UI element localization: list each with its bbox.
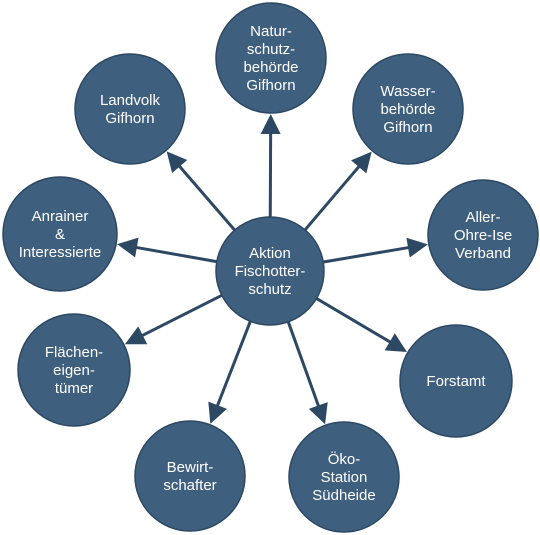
arrow-to-aller-ohre-ise-verband: [321, 245, 411, 264]
node-circle-oeko-station: [288, 421, 400, 533]
node-bewirtschafter-label-line: Bewirt-: [167, 459, 214, 476]
node-naturschutzbehoerde-label-line: Gifhorn: [246, 77, 295, 94]
node-forstamt-label-line: Forstamt: [426, 373, 486, 390]
node-oeko-station-label-line: Station: [321, 469, 368, 486]
node-forstamt: Forstamt: [399, 324, 513, 438]
arrow-to-oeko-station: [286, 319, 321, 408]
node-wasserbehoerde-label-line: behörde: [380, 101, 435, 118]
arrows: [117, 113, 428, 425]
node-circle-wasserbehoerde: [352, 53, 464, 165]
node-circle-anrainer: [2, 176, 118, 292]
center-node-circle: [215, 216, 325, 326]
node-oeko-station-label-line: Öko-: [328, 450, 361, 468]
node-anrainer: Anrainer&Interessierte: [2, 176, 118, 292]
node-flaecheneigentuemer: Flächen-eigen-tümer: [17, 313, 131, 427]
node-flaecheneigentuemer-label-line: Flächen-: [45, 344, 103, 361]
arrow-to-wasserbehoerde: [302, 164, 362, 233]
node-aller-ohre-ise-verband-label-line: Verband: [455, 245, 511, 262]
node-naturschutzbehoerde-label-line: behörde: [243, 59, 298, 76]
node-bewirtschafter-label-line: schafter: [163, 477, 216, 494]
arrow-to-flaecheneigentuemer: [140, 293, 225, 338]
arrowhead-to-landvolk: [166, 151, 188, 174]
arrowhead-to-oeko-station: [308, 402, 328, 425]
node-circle-landvolk: [74, 53, 186, 165]
node-aller-ohre-ise-verband-label-line: Ohre-Ise: [454, 227, 512, 244]
arrow-to-bewirtschafter: [215, 318, 253, 408]
center-node-label-line: schutz: [248, 281, 291, 298]
node-anrainer-label-line: Anrainer: [32, 208, 89, 225]
node-anrainer-label-line: Interessierte: [19, 244, 102, 261]
arrow-to-landvolk: [177, 164, 238, 233]
arrowhead-to-naturschutzbehoerde: [260, 113, 281, 135]
arrowhead-to-aller-ohre-ise-verband: [406, 237, 428, 258]
center-node-label-line: Fischotter-: [235, 263, 306, 280]
node-circle-forstamt: [399, 324, 513, 438]
arrowhead-to-flaecheneigentuemer: [124, 326, 148, 345]
node-circle-flaecheneigentuemer: [17, 313, 131, 427]
arrowhead-to-anrainer: [117, 237, 139, 258]
node-anrainer-label-line: &: [55, 226, 65, 243]
arrowhead-to-bewirtschafter: [208, 401, 227, 424]
node-flaecheneigentuemer-label-line: tümer: [55, 380, 93, 397]
node-aller-ohre-ise-verband-label-line: Aller-: [465, 209, 500, 226]
node-landvolk-label-line: Gifhorn: [105, 110, 154, 127]
node-wasserbehoerde-label-line: Wasser-: [380, 83, 435, 100]
arrowhead-to-wasserbehoerde: [351, 151, 372, 174]
node-landvolk-label-line: Landvolk: [100, 92, 161, 109]
node-circle-bewirtschafter: [134, 420, 246, 532]
node-circle-aller-ohre-ise-verband: [427, 179, 539, 291]
node-flaecheneigentuemer-label-line: eigen-: [53, 362, 95, 379]
node-circle-naturschutzbehoerde: [215, 2, 327, 114]
node-naturschutzbehoerde-label-line: schutz-: [247, 41, 295, 58]
arrowhead-to-forstamt: [384, 333, 407, 352]
node-oeko-station-label-line: Südheide: [312, 487, 375, 504]
arrow-to-forstamt: [313, 296, 393, 345]
arrow-to-anrainer: [134, 245, 220, 264]
node-naturschutzbehoerde-label-line: Natur-: [250, 23, 292, 40]
node-wasserbehoerde-label-line: Gifhorn: [383, 119, 432, 136]
center-node-label-line: Aktion: [249, 245, 291, 262]
node-bewirtschafter: Bewirt-schafter: [134, 420, 246, 532]
